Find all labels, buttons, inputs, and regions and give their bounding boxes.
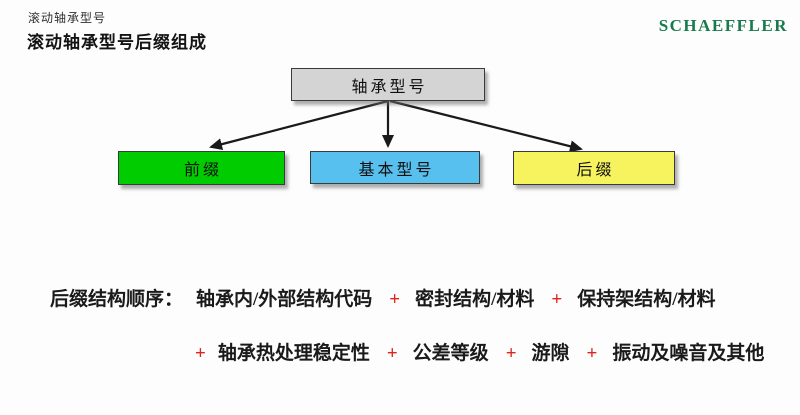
suffix-item-heat-treatment: 轴承热处理稳定性 xyxy=(217,343,370,364)
node-bearing-designation: 轴承型号 xyxy=(291,68,485,101)
suffix-order-line2: + 轴承热处理稳定性 + 公差等级 + 游隙 + 振动及噪音及其他 xyxy=(195,338,764,365)
plus-separator: + xyxy=(551,289,563,310)
node-prefix: 前缀 xyxy=(118,151,285,185)
plus-separator: + xyxy=(195,343,206,364)
suffix-item-cage-material: 保持架结构/材料 xyxy=(577,289,716,310)
node-basic-designation: 基本型号 xyxy=(310,151,480,184)
node-prefix-label: 前缀 xyxy=(183,162,222,179)
suffix-item-vibration-noise-other: 振动及噪音及其他 xyxy=(612,343,765,364)
node-bearing-designation-label: 轴承型号 xyxy=(351,78,428,96)
suffix-item-seal-material: 密封结构/材料 xyxy=(415,289,535,310)
suffix-order-label: 后缀结构顺序： xyxy=(50,289,184,310)
slide-title: 滚动轴承型号后缀组成 xyxy=(27,33,207,52)
plus-separator: + xyxy=(505,343,517,364)
node-basic-designation-label: 基本型号 xyxy=(358,161,435,179)
plus-separator: + xyxy=(386,343,398,364)
node-suffix-label: 后缀 xyxy=(576,162,615,179)
arrow-to-suffix xyxy=(389,99,583,153)
node-suffix: 后缀 xyxy=(513,151,675,185)
suffix-order-line1: 后缀结构顺序： 轴承内/外部结构代码 + 密封结构/材料 + 保持架结构/材料 xyxy=(50,284,716,311)
plus-separator: + xyxy=(586,343,598,364)
arrow-to-prefix xyxy=(209,99,389,151)
suffix-item-tolerance-class: 公差等级 xyxy=(412,343,489,364)
slide-subtitle: 滚动轴承型号 xyxy=(28,11,107,25)
plus-separator: + xyxy=(389,289,401,310)
schaeffler-logo: SCHAEFFLER xyxy=(658,16,788,35)
suffix-item-clearance: 游隙 xyxy=(531,343,570,364)
suffix-item-internal-external-code: 轴承内/外部结构代码 xyxy=(196,289,373,310)
